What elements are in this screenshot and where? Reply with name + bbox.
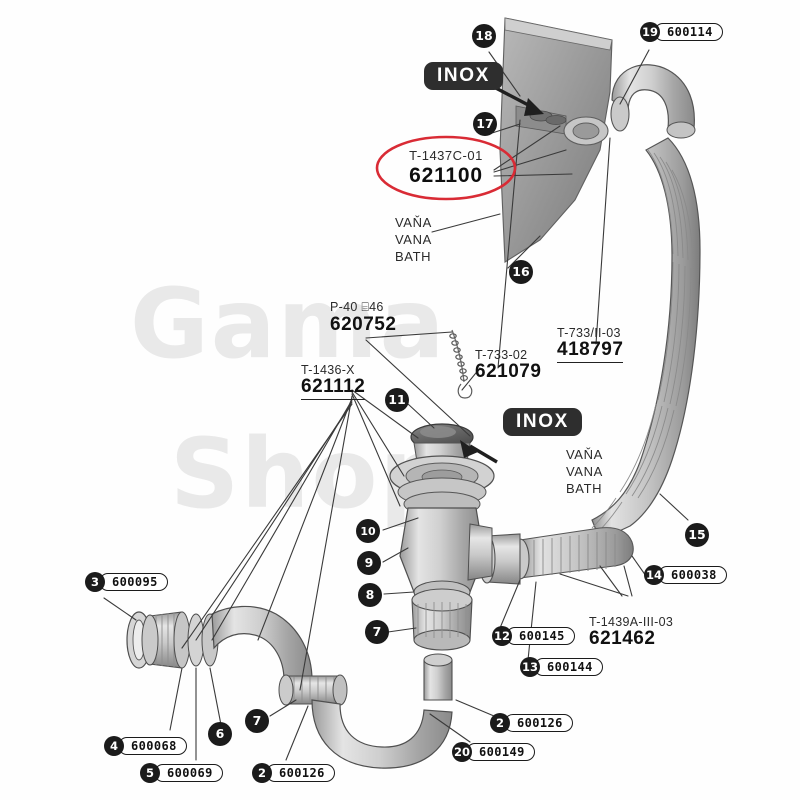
part-pill-14-number: 14: [644, 564, 664, 585]
callout-7-center[interactable]: 7: [366, 621, 388, 643]
part-pill-5-number: 5: [140, 762, 160, 783]
ref-label-621112: T-1436-X 621112: [301, 363, 366, 400]
inox-badge-upper: INOX: [424, 62, 503, 90]
highlighted-part-code: 621100: [409, 164, 483, 187]
ref-418797-ref: T-733/II-03: [557, 326, 621, 340]
ref-621112-code: 621112: [301, 376, 366, 400]
part-pill-20-number: 20: [452, 741, 472, 762]
callout-11[interactable]: 11: [386, 389, 408, 411]
callout-7-lower[interactable]: 7: [246, 710, 268, 732]
callout-6[interactable]: 6: [209, 723, 231, 745]
bath-label-upper-cs: VAŇA: [395, 215, 432, 230]
bath-label-lower-cs: VAŇA: [566, 447, 603, 462]
ref-621079-ref: T-733-02: [475, 348, 528, 362]
part-pill-2-left-code: 600126: [266, 763, 335, 782]
part-pill-4-number: 4: [104, 735, 124, 756]
ref-label-418797: T-733/II-03 418797: [557, 326, 624, 363]
ref-620752-ref: P-40 ⌸46: [330, 300, 384, 314]
part-pill-20[interactable]: 20 600149: [452, 741, 535, 762]
part-pill-4[interactable]: 4 600068: [104, 735, 187, 756]
part-pill-12[interactable]: 12 600145: [492, 625, 575, 646]
ref-label-620752: P-40 ⌸46 620752: [330, 300, 396, 336]
part-pill-13-code: 600144: [534, 657, 603, 676]
ref-label-621462: T-1439A-III-03 621462: [589, 615, 673, 650]
callout-10[interactable]: 10: [357, 520, 379, 542]
part-pill-13[interactable]: 13 600144: [520, 656, 603, 677]
part-pill-3[interactable]: 3 600095: [85, 571, 168, 592]
part-pill-2-left[interactable]: 2 600126: [252, 762, 335, 783]
bath-label-lower-en: BATH: [566, 481, 603, 496]
ref-620752-code: 620752: [330, 314, 397, 335]
bath-label-lower: VAŇA VANA BATH: [566, 446, 603, 497]
part-pill-19-code: 600114: [654, 22, 723, 41]
part-pill-19[interactable]: 19 600114: [640, 21, 723, 42]
part-pill-2-left-number: 2: [252, 762, 272, 783]
inox-badge-lower: INOX: [503, 408, 582, 436]
ref-621112-ref: T-1436-X: [301, 363, 355, 377]
part-pill-3-number: 3: [85, 571, 105, 592]
part-pill-12-number: 12: [492, 625, 512, 646]
callout-16[interactable]: 16: [510, 261, 532, 283]
part-pill-2-right-number: 2: [490, 712, 510, 733]
bath-label-upper: VAŇA VANA BATH: [395, 214, 432, 265]
part-pill-13-number: 13: [520, 656, 540, 677]
callout-8[interactable]: 8: [359, 584, 381, 606]
callout-18[interactable]: 18: [473, 25, 495, 47]
bath-label-upper-sk: VANA: [395, 232, 432, 247]
watermark-line-1: Gama: [130, 268, 447, 380]
part-pill-20-code: 600149: [466, 742, 535, 761]
part-pill-19-number: 19: [640, 21, 660, 42]
part-pill-14[interactable]: 14 600038: [644, 564, 727, 585]
callout-15[interactable]: 15: [686, 524, 708, 546]
part-pill-14-code: 600038: [658, 565, 727, 584]
ref-621462-code: 621462: [589, 628, 656, 649]
red-highlight-ellipse: [375, 135, 517, 201]
callout-17[interactable]: 17: [474, 113, 496, 135]
bath-label-lower-sk: VANA: [566, 464, 603, 479]
part-pill-2-right-code: 600126: [504, 713, 573, 732]
part-pill-3-code: 600095: [99, 572, 168, 591]
bath-label-upper-en: BATH: [395, 249, 432, 264]
highlighted-part-ref: T-1437C-01: [409, 148, 483, 163]
callout-9[interactable]: 9: [358, 552, 380, 574]
ref-621079-code: 621079: [475, 361, 542, 382]
part-pill-5-code: 600069: [154, 763, 223, 782]
part-pill-4-code: 600068: [118, 736, 187, 755]
part-pill-2-right[interactable]: 2 600126: [490, 712, 573, 733]
part-pill-12-code: 600145: [506, 626, 575, 645]
ref-621462-ref: T-1439A-III-03: [589, 615, 674, 629]
ref-418797-code: 418797: [557, 339, 624, 363]
ref-label-621079: T-733-02 621079: [475, 348, 541, 383]
part-pill-5[interactable]: 5 600069: [140, 762, 223, 783]
highlighted-part-label: T-1437C-01 621100: [385, 148, 507, 188]
